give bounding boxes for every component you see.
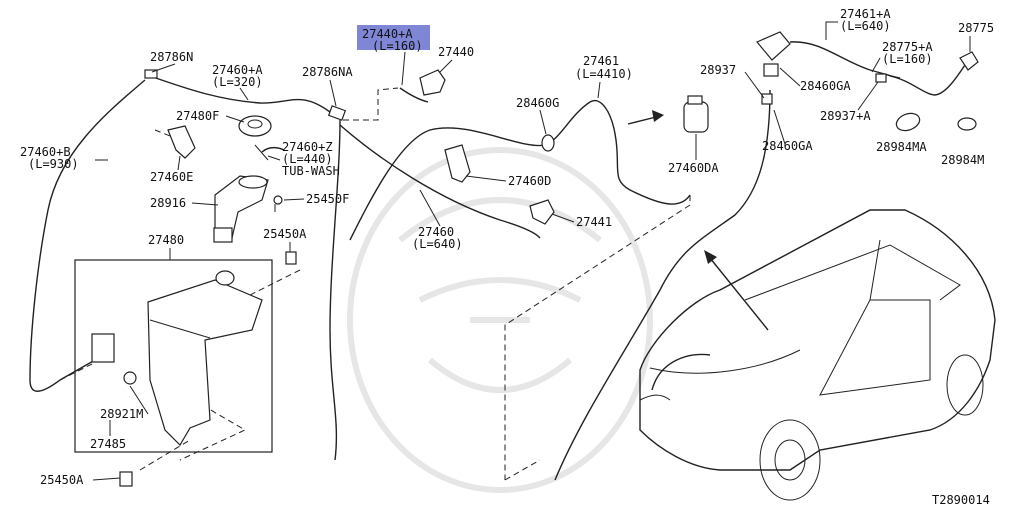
- pump-28921m: [91, 333, 137, 385]
- label-27460z-len: (L=440): [282, 152, 333, 166]
- label-28460g[interactable]: 28460G: [516, 96, 559, 110]
- label-27461a[interactable]: 27461+A: [840, 7, 891, 21]
- label-27460-len: (L=640): [412, 237, 463, 251]
- label-28775a[interactable]: 28775+A: [882, 40, 933, 54]
- label-27480f[interactable]: 27480F: [176, 109, 219, 123]
- hose-27460a: [149, 75, 331, 113]
- label-27440a[interactable]: 27440+A: [362, 27, 413, 41]
- label-28937[interactable]: 28937: [700, 63, 736, 77]
- nozzle-28775: [959, 51, 979, 71]
- label-28460ga[interactable]: 28460GA: [800, 79, 851, 93]
- joint-28786na: [327, 105, 347, 121]
- label-27461[interactable]: 27461: [583, 54, 619, 68]
- hose-27460b: [29, 79, 146, 392]
- diagram-code: T2890014: [932, 493, 990, 507]
- label-27460da[interactable]: 27460DA: [668, 161, 719, 175]
- vehicle-illustration: [639, 209, 996, 501]
- label-28775a-len: (L=160): [882, 52, 933, 66]
- arrow-car-roof: [704, 250, 769, 331]
- watermark-emblem: [347, 147, 653, 493]
- label-27460b[interactable]: 27460+B: [20, 145, 71, 159]
- hose-27440a: [343, 87, 429, 121]
- label-27480[interactable]: 27480: [148, 233, 184, 247]
- label-27460z[interactable]: 27460+Z: [282, 140, 333, 154]
- hose-27460z: [254, 144, 285, 161]
- nozzle-27440: [419, 69, 446, 96]
- label-27440a-len: (L=160): [372, 39, 423, 53]
- joint-28937: [761, 93, 773, 105]
- hose-28775a: [889, 64, 966, 96]
- label-27460d[interactable]: 27460D: [508, 174, 551, 188]
- bolt-25450f: [273, 195, 283, 212]
- bolt-25450a-bottom: [119, 471, 133, 487]
- label-27460b-len: (L=930): [28, 157, 79, 171]
- clip-27460d: [444, 144, 471, 183]
- clip-27460da: [683, 95, 709, 133]
- label-28786na[interactable]: 28786NA: [302, 65, 353, 79]
- label-27460a-len: (L=320): [212, 75, 263, 89]
- filler-neck-28916: [213, 175, 269, 243]
- arrow-to-27460da: [627, 110, 664, 125]
- label-28984ma[interactable]: 28984MA: [876, 140, 927, 154]
- clip-27460e: [167, 125, 196, 159]
- cap-27480f: [238, 115, 272, 137]
- hose-27461: [329, 99, 691, 461]
- label-28984m[interactable]: 28984M: [941, 153, 984, 167]
- hose-front-long: [554, 89, 771, 481]
- label-28921m[interactable]: 28921M: [100, 407, 143, 421]
- reservoir-27480: [147, 270, 263, 446]
- label-25450a-top[interactable]: 25450A: [263, 227, 307, 241]
- joint-28937a: [875, 73, 887, 83]
- label-27440[interactable]: 27440: [438, 45, 474, 59]
- label-28786n[interactable]: 28786N: [150, 50, 193, 64]
- label-27461a-len: (L=640): [840, 19, 891, 33]
- label-27460[interactable]: 27460: [418, 225, 454, 239]
- reservoir-frame: [74, 259, 273, 453]
- label-tub-wash: TUB-WASH: [282, 164, 340, 178]
- label-27460a[interactable]: 27460+A: [212, 63, 263, 77]
- label-28937a[interactable]: 28937+A: [820, 109, 871, 123]
- hose-27460: [339, 124, 541, 239]
- highlight-27440a: [357, 25, 430, 50]
- grommet-28984ma: [895, 112, 921, 132]
- label-27485[interactable]: 27485: [90, 437, 126, 451]
- label-28460ga-2[interactable]: 28460GA: [762, 139, 813, 153]
- joint-28460ga: [756, 31, 791, 77]
- check-valve-28460g: [541, 134, 555, 152]
- label-27441[interactable]: 27441: [576, 215, 612, 229]
- label-25450f[interactable]: 25450F: [306, 192, 349, 206]
- nozzle-27441: [529, 199, 555, 225]
- joint-28786n: [144, 69, 158, 79]
- label-28916[interactable]: 28916: [150, 196, 186, 210]
- label-27460e[interactable]: 27460E: [150, 170, 193, 184]
- leader-lines: [92, 21, 971, 481]
- label-27461-len: (L=4410): [575, 67, 633, 81]
- label-25450a-bottom[interactable]: 25450A: [40, 473, 84, 487]
- label-28775[interactable]: 28775: [958, 21, 994, 35]
- grommet-28984m: [957, 117, 977, 131]
- bolt-25450a-top: [285, 251, 297, 265]
